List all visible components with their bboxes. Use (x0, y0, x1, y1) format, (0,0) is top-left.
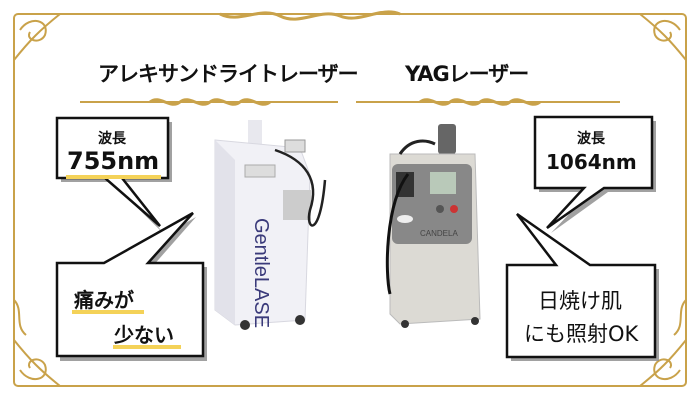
corner-ornament-bl (13, 339, 61, 387)
device-logo-candela: CANDELA (420, 229, 458, 238)
corner-ornament-tl (13, 13, 61, 61)
highlight-underline (113, 345, 181, 349)
highlight-underline (66, 175, 161, 179)
left-wavelength-value: 755nm (67, 147, 160, 175)
right-wavelength-label: 波長 (577, 131, 605, 147)
right-wavelength-value: 1064nm (546, 150, 637, 174)
title-divider-right (356, 98, 620, 106)
left-feature-line2: 少ない (114, 323, 174, 347)
right-feature-line1: 日焼け肌 (538, 289, 622, 313)
title-divider-left (80, 98, 338, 106)
left-title: アレキサンドライトレーザー (98, 62, 359, 86)
alexandrite-laser-device-image: GentleLASE (214, 120, 327, 330)
callout-left-wavelength (55, 116, 170, 227)
corner-ornament-tr (639, 13, 687, 61)
left-wavelength-label: 波長 (98, 131, 126, 147)
left-feature-line1: 痛みが (74, 288, 134, 312)
highlight-underline (72, 310, 144, 314)
right-feature-line2: にも照射OK (524, 322, 639, 346)
right-title: YAGレーザー (405, 62, 529, 86)
frame-border (13, 13, 687, 387)
callout-right-wavelength (533, 115, 654, 230)
callout-left-feature (55, 211, 205, 358)
device-logo-gentlelase: GentleLASE (250, 218, 272, 328)
yag-laser-device-image: CANDELA (385, 124, 481, 328)
corner-ornament-br (639, 339, 687, 387)
callout-right-feature (505, 212, 657, 359)
